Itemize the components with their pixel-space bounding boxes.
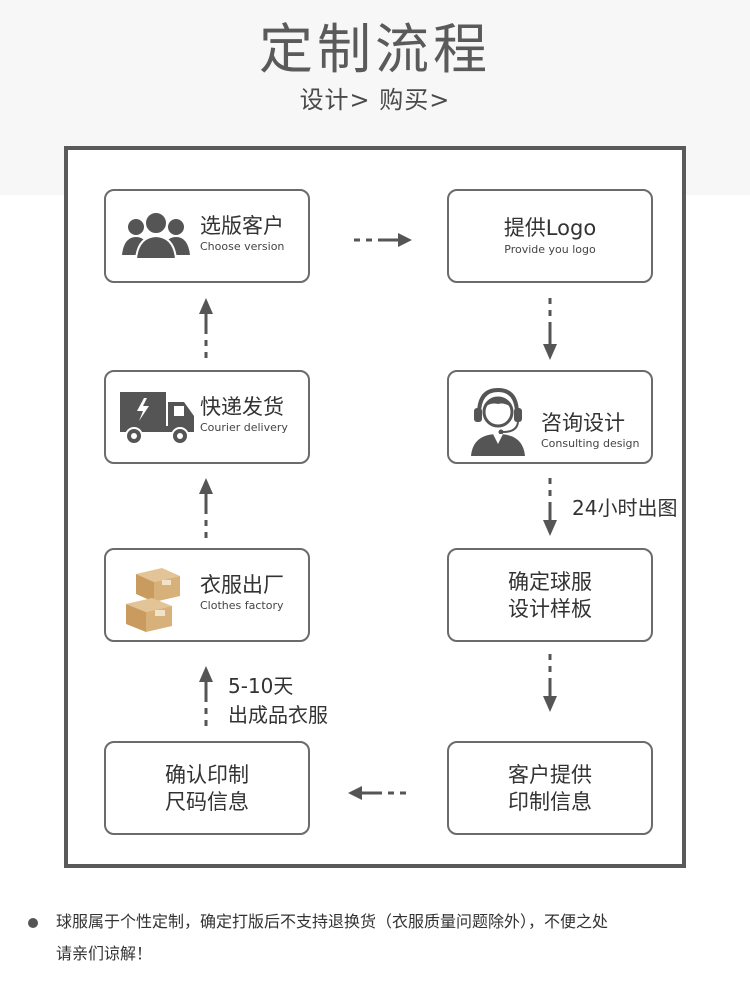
- step-label-cn: 快递发货: [200, 395, 284, 419]
- step-label-cn: 提供Logo: [503, 216, 597, 240]
- cardboard-boxes-icon: [122, 560, 190, 634]
- step-label-cn-line1: 确认印制: [165, 763, 249, 787]
- step-label-cn-line2: 印制信息: [508, 790, 592, 814]
- step-label-cn: 衣服出厂: [200, 573, 284, 597]
- step-label-en: Choose version: [200, 240, 285, 253]
- step-label-en: Clothes factory: [200, 599, 284, 612]
- note-production-days: 5-10天: [228, 674, 294, 698]
- footer-line-2: 请亲们谅解！: [56, 944, 153, 963]
- step-label-en: Provide you logo: [504, 243, 596, 256]
- step-label-cn-line2: 设计样板: [508, 597, 592, 621]
- customer-service-headset-icon: [463, 380, 533, 456]
- step-label-en: Courier delivery: [200, 421, 288, 434]
- step-label-cn-line2: 尺码信息: [165, 790, 249, 814]
- footer-line-1: 球服属于个性定制，确定打版后不支持退换货（衣服质量问题除外），不便之处: [56, 912, 609, 931]
- note-production-output: 出成品衣服: [228, 703, 328, 727]
- arrow-left-icon: [348, 786, 406, 800]
- delivery-truck-icon: [118, 386, 198, 454]
- step-label-cn: 咨询设计: [541, 411, 625, 435]
- step-confirm-size-info: 确认印制 尺码信息: [104, 741, 310, 835]
- step-consulting-design: 咨询设计 Consulting design: [447, 370, 653, 464]
- step-label-cn-line1: 客户提供: [508, 763, 592, 787]
- page-title: 定制流程: [259, 18, 491, 81]
- footer-notice: 球服属于个性定制，确定打版后不支持退换货（衣服质量问题除外），不便之处 请亲们谅…: [56, 906, 716, 970]
- step-label-cn-line1: 确定球服: [508, 570, 592, 594]
- step-label-en: Consulting design: [541, 437, 640, 450]
- bullet-icon: [28, 918, 38, 928]
- step-customer-print-info: 客户提供 印制信息: [447, 741, 653, 835]
- arrow-down-icon: [543, 654, 557, 712]
- people-group-icon: [116, 203, 196, 271]
- step-choose-version: 选版客户 Choose version: [104, 189, 310, 283]
- step-provide-logo: 提供Logo Provide you logo: [447, 189, 653, 283]
- step-courier-delivery: 快递发货 Courier delivery: [104, 370, 310, 464]
- step-clothes-factory: 衣服出厂 Clothes factory: [104, 548, 310, 642]
- arrow-down-icon: [543, 478, 557, 536]
- note-design-time: 24小时出图: [572, 496, 678, 520]
- arrow-up-icon: [199, 298, 213, 358]
- arrow-up-icon: [199, 478, 213, 538]
- step-label-cn: 选版客户: [200, 214, 284, 238]
- arrow-up-icon: [199, 666, 213, 726]
- arrow-down-icon: [543, 298, 557, 360]
- page-subtitle: 设计> 购买>: [299, 86, 451, 114]
- step-confirm-jersey-design: 确定球服 设计样板: [447, 548, 653, 642]
- arrow-right-icon: [354, 233, 412, 247]
